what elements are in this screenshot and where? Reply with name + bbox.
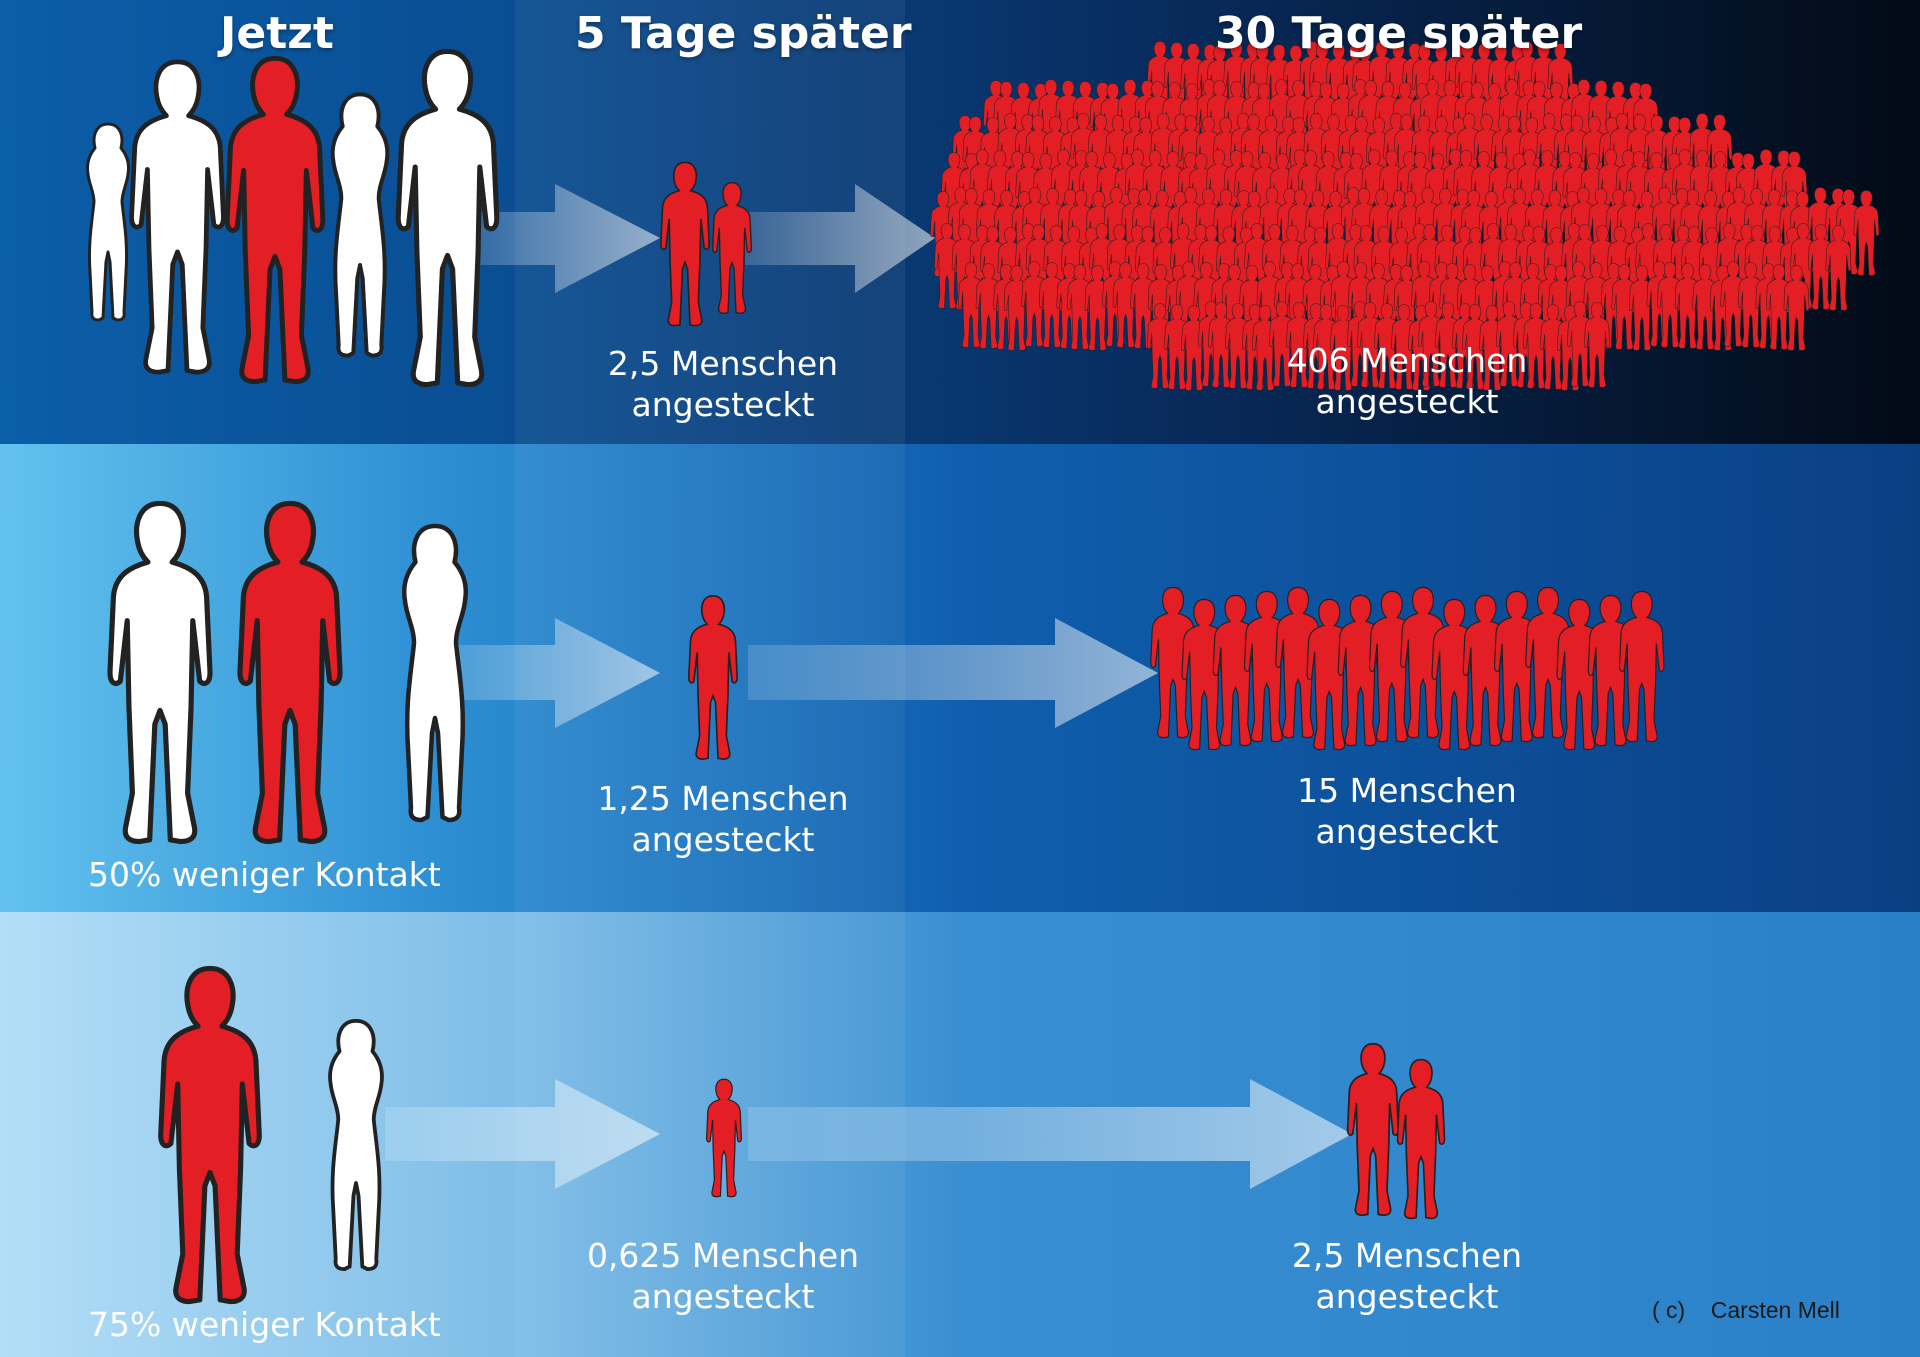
row-1-day5-count: 2,5 Menschen <box>607 344 839 383</box>
row-3-contact-label: 75% weniger Kontakt <box>88 1305 441 1344</box>
header-now: Jetzt <box>220 8 334 59</box>
arrow-row1-a <box>470 184 660 293</box>
row-2-day5-label: 1,25 Menschen angesteckt <box>553 778 893 861</box>
row-3-day5-count: 0,625 Menschen <box>586 1236 860 1275</box>
arrow-row3-b <box>748 1079 1352 1189</box>
row-2-day5-suffix: angesteckt <box>631 820 815 860</box>
row-1-day30-count: 406 Menschen <box>1286 341 1528 380</box>
header-day5: 5 Tage später <box>575 8 912 59</box>
row-2-day30-label: 15 Menschen angesteckt <box>1237 770 1577 853</box>
row-2-day30-suffix: angesteckt <box>1315 812 1499 852</box>
row-2-contact-label: 50% weniger Kontakt <box>88 855 441 894</box>
header-day30: 30 Tage später <box>1215 8 1583 59</box>
arrows <box>385 184 1352 1189</box>
arrow-row3-a <box>385 1079 660 1189</box>
copyright: ( c) Carsten Mell <box>1652 1297 1840 1324</box>
row-1-day5-suffix: angesteckt <box>631 385 815 425</box>
row-1-day30-label: 406 Menschen angesteckt <box>1237 340 1577 423</box>
arrow-row1-b <box>745 184 935 293</box>
row-2-day30-count: 15 Menschen <box>1297 771 1517 810</box>
row-3-day5-label: 0,625 Menschen angesteckt <box>553 1235 893 1318</box>
row-1-day5-label: 2,5 Menschen angesteckt <box>553 343 893 426</box>
row-3-day30-count: 2,5 Menschen <box>1291 1236 1523 1275</box>
copyright-symbol: ( c) <box>1652 1297 1686 1323</box>
arrow-row2-b <box>748 618 1158 728</box>
row-1-day30-suffix: angesteckt <box>1315 382 1499 422</box>
copyright-author: Carsten Mell <box>1710 1297 1840 1323</box>
row-3-day5-suffix: angesteckt <box>631 1277 815 1317</box>
row-2-day5-count: 1,25 Menschen <box>597 779 849 818</box>
arrow-row2-a <box>455 618 660 728</box>
row-3-day30-suffix: angesteckt <box>1315 1277 1499 1317</box>
row-3-day30-label: 2,5 Menschen angesteckt <box>1237 1235 1577 1318</box>
